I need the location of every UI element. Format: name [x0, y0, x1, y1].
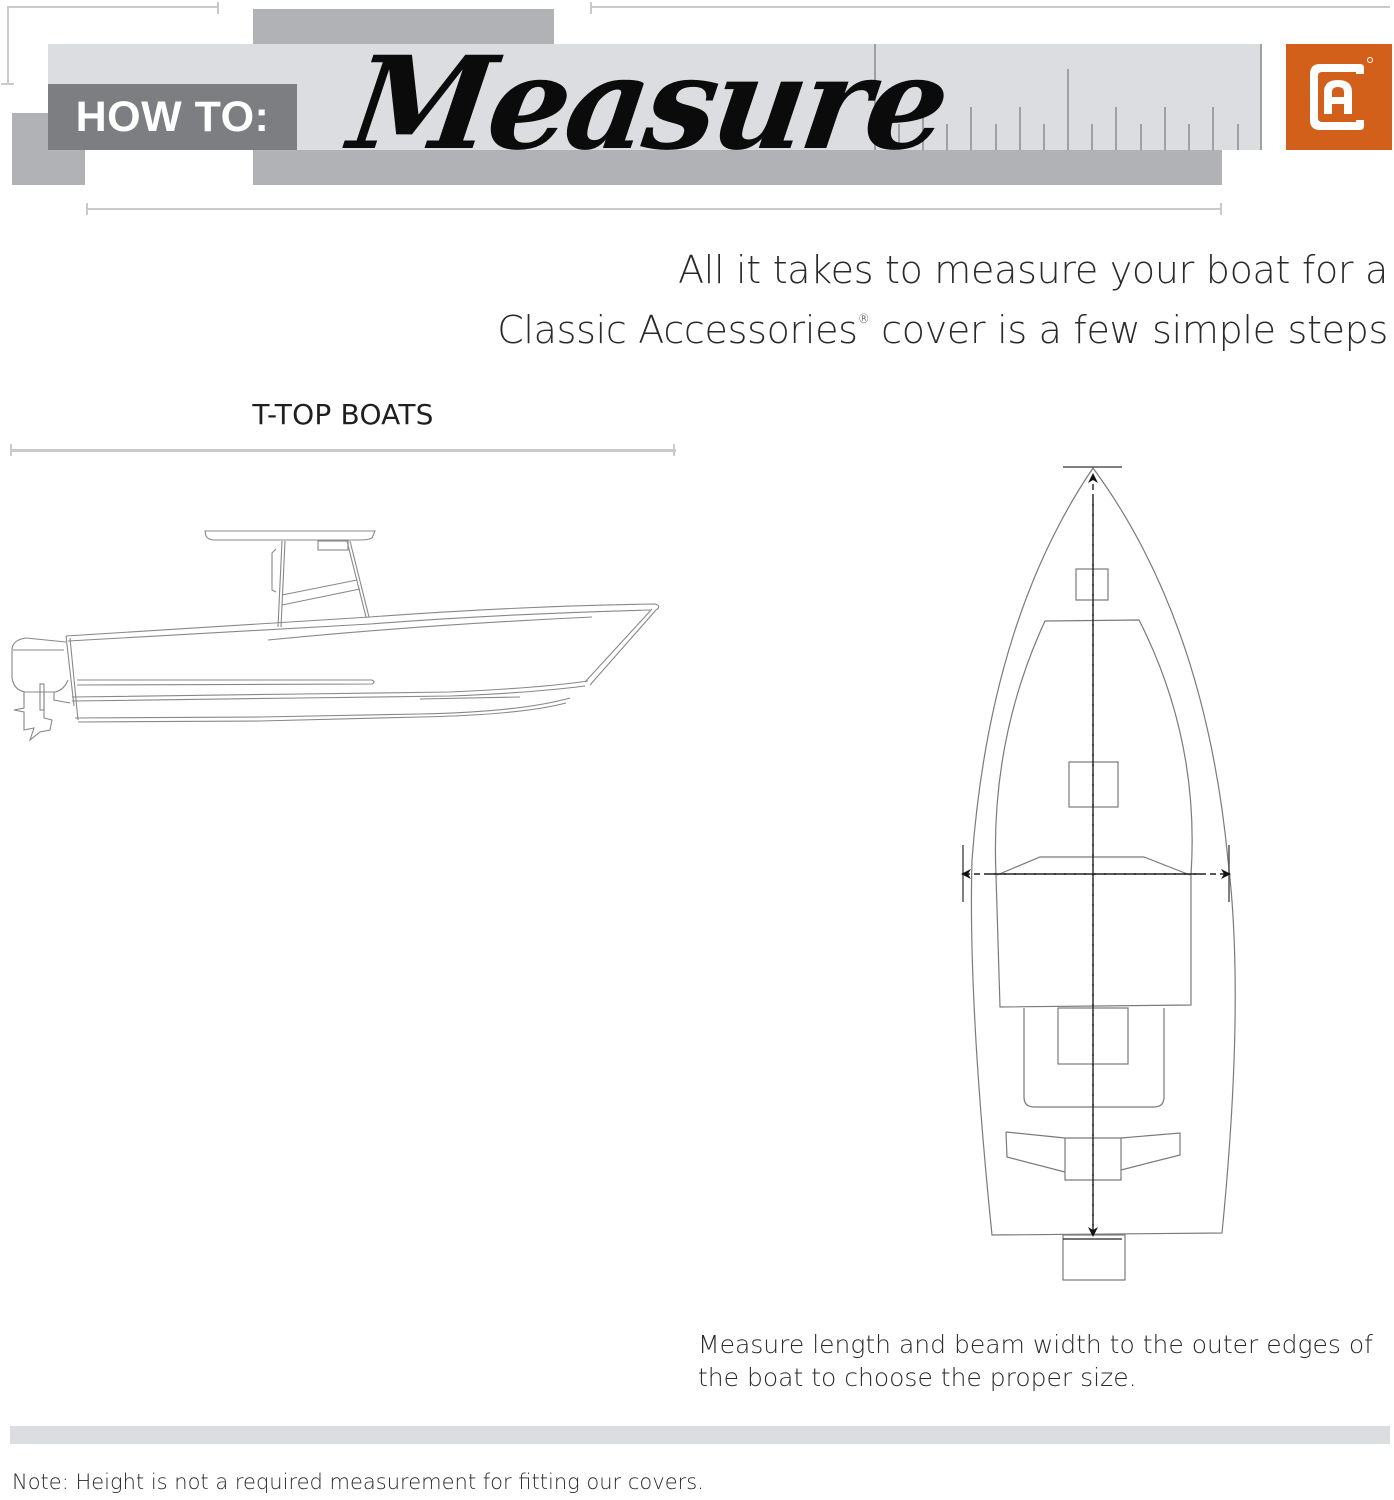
how-to-label: HOW TO: — [48, 84, 297, 150]
registered-mark: ® — [857, 312, 870, 326]
band-top-mid — [253, 9, 554, 44]
bracket-top-right-tick — [590, 2, 592, 14]
bracket-bottom-tick-left — [86, 203, 88, 215]
intro-line-2: Classic Accessories® cover is a few simp… — [497, 295, 1388, 355]
length-dimension-arrow-icon — [1088, 468, 1098, 1238]
t-top-boat-side-view-icon — [11, 530, 660, 742]
bracket-bottom-tick-right — [1220, 203, 1222, 215]
bracket-top-left-tick — [217, 2, 219, 14]
section-divider-tick-left — [10, 444, 12, 456]
bracket-left-foot — [1, 83, 14, 85]
footer-note: Note: Height is not a required measureme… — [12, 1470, 704, 1494]
bracket-top-left-horizontal — [7, 6, 219, 8]
caption-line-1: Measure length and beam width to the out… — [698, 1330, 1373, 1359]
section-divider-tick-right — [673, 444, 675, 456]
section-divider — [10, 449, 676, 452]
beam-width-dimension-arrow-icon — [963, 869, 1229, 879]
caption-line-2: the boat to choose the proper size. — [698, 1363, 1137, 1392]
band-bottom-mid — [253, 150, 1222, 185]
intro-text: All it takes to measure your boat for a … — [497, 246, 1388, 355]
footer-divider-bar — [10, 1426, 1390, 1444]
measurement-caption: Measure length and beam width to the out… — [698, 1328, 1373, 1394]
ruler-icon — [874, 44, 1262, 150]
boat-top-view-icon — [961, 466, 1236, 1281]
brand-name: Classic Accessories — [497, 308, 858, 352]
bracket-left-vertical — [7, 6, 9, 84]
classic-accessories-logo-icon — [1286, 44, 1392, 150]
bracket-top-right-horizontal — [590, 6, 1390, 8]
section-title: T-TOP BOATS — [252, 398, 434, 431]
page-title: Measure — [341, 29, 955, 179]
intro-line-1: All it takes to measure your boat for a — [678, 248, 1388, 292]
intro-line-2-rest: cover is a few simple steps — [869, 308, 1388, 352]
bracket-bottom-horizontal — [86, 208, 1222, 210]
